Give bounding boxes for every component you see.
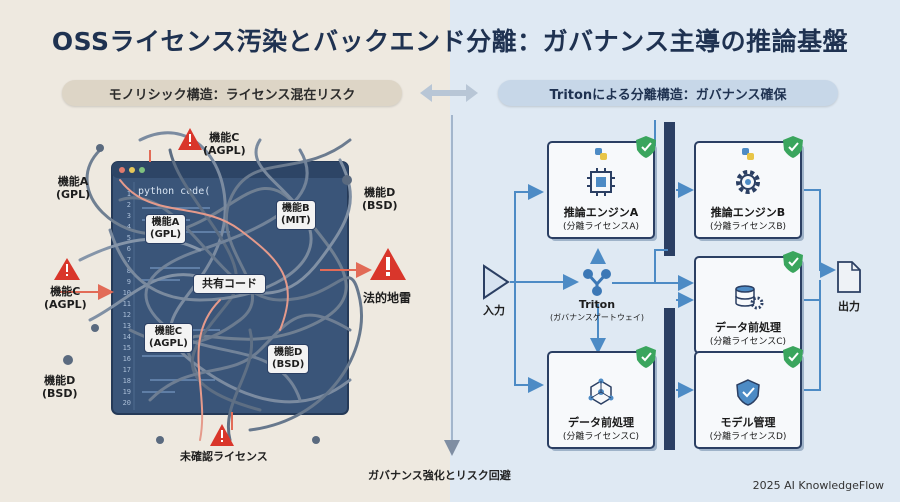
engine-node-license: (分離ライセンスB) (709, 222, 787, 232)
bus-bar (664, 308, 675, 450)
code-line-number: 14 (123, 333, 131, 341)
engine-node-license: (分離ライセンスC) (709, 337, 787, 347)
label-func-a-left: 機能A(GPL) (56, 175, 91, 201)
gear-icon (736, 170, 760, 194)
wire-connector-knobs (63, 144, 352, 444)
page-title: OSSライセンス汚染とバックエンド分離：ガバナンス主導の推論基盤 (51, 27, 849, 56)
code-line-number: 20 (123, 399, 131, 407)
verified-check-icon (783, 136, 803, 158)
warning-icon (370, 248, 406, 280)
code-line-number: 17 (123, 366, 131, 374)
label-func-d-right: 機能D(BSD) (362, 186, 398, 212)
code-line-number: 8 (127, 267, 131, 275)
code-text: python code( (138, 186, 210, 197)
output-label: 出力 (838, 300, 860, 313)
input-icon (483, 264, 510, 300)
comparison-arrow-icon (420, 84, 478, 102)
database-icon (735, 285, 764, 310)
engine-node-license: (分離ライセンスD) (709, 432, 787, 442)
triton-gateway-icon (583, 269, 611, 296)
code-line-number: 3 (127, 212, 131, 220)
risk-flow-arrows (60, 150, 372, 430)
code-line-number: 13 (123, 322, 131, 330)
engine-node-title: データ前処理 (715, 321, 781, 334)
tangled-dependency-wires (78, 131, 363, 442)
warning-icon (178, 128, 202, 150)
label-func-d-left: 機能D(BSD) (42, 374, 78, 400)
code-line-number: 7 (127, 256, 131, 264)
verified-check-icon (783, 251, 803, 273)
engine-node-title: データ前処理 (568, 416, 634, 429)
verified-check-icon (783, 346, 803, 368)
python-logo-icon (595, 148, 607, 160)
box-func-b: 機能B(MIT) (276, 200, 316, 230)
left-heading: モノリシック構造：ライセンス混在リスク (62, 80, 402, 106)
warning-icon (210, 424, 234, 446)
box-func-a: 機能A(GPL) (145, 214, 187, 244)
code-line-number: 1 (127, 190, 131, 198)
engine-node (547, 141, 657, 241)
bus-bar (664, 122, 675, 256)
label-func-c-left: 機能C(AGPL) (44, 285, 87, 311)
engine-node-title: 推論エンジンA (563, 206, 639, 219)
code-line-number: 9 (127, 278, 131, 286)
gateway-label: Triton (ガバナンスゲートウェイ) (549, 298, 645, 322)
output-document-icon (837, 261, 861, 293)
input-label: 入力 (483, 304, 505, 317)
shield-icon (736, 379, 760, 406)
engine-node-title: モデル管理 (720, 416, 776, 429)
chip-icon (587, 168, 615, 196)
engine-node-title: 推論エンジンB (710, 206, 786, 219)
box-func-d: 機能D(BSD) (267, 344, 310, 374)
code-line-number: 19 (123, 388, 131, 396)
code-line-number: 18 (123, 377, 131, 385)
verified-check-icon (636, 346, 656, 368)
engine-node-license: (分離ライセンスA) (563, 222, 639, 232)
right-heading: Tritonによる分離構造：ガバナンス確保 (498, 80, 838, 106)
code-line-number: 11 (123, 300, 131, 308)
label-unverified-license: 未確認ライセンス (180, 450, 268, 463)
python-logo-icon (742, 148, 754, 160)
code-line-number: 16 (123, 355, 131, 363)
label-func-c-top: 機能C(AGPL) (203, 131, 246, 157)
code-line-number: 12 (123, 311, 131, 319)
box-shared-code: 共有コード (193, 274, 266, 294)
code-line-number: 10 (123, 289, 131, 297)
verified-check-icon (636, 136, 656, 158)
code-line-number: 2 (127, 201, 131, 209)
engine-node-license: (分離ライセンスC) (562, 432, 640, 442)
network-icon (588, 378, 614, 405)
code-line-number: 4 (127, 223, 131, 231)
engine-node (694, 256, 804, 356)
bottom-caption: ガバナンス強化とリスク回避 (368, 469, 511, 482)
label-legal-mine: 法的地雷 (363, 291, 412, 305)
code-line-number: 5 (127, 234, 131, 242)
footer-credit: 2025 AI KnowledgeFlow (752, 479, 884, 492)
code-line-number: 15 (123, 344, 131, 352)
box-func-c: 機能C(AGPL) (144, 323, 193, 353)
data-flow-arrows (510, 120, 836, 398)
code-line-number: 6 (127, 245, 131, 253)
warning-icon (54, 258, 80, 280)
